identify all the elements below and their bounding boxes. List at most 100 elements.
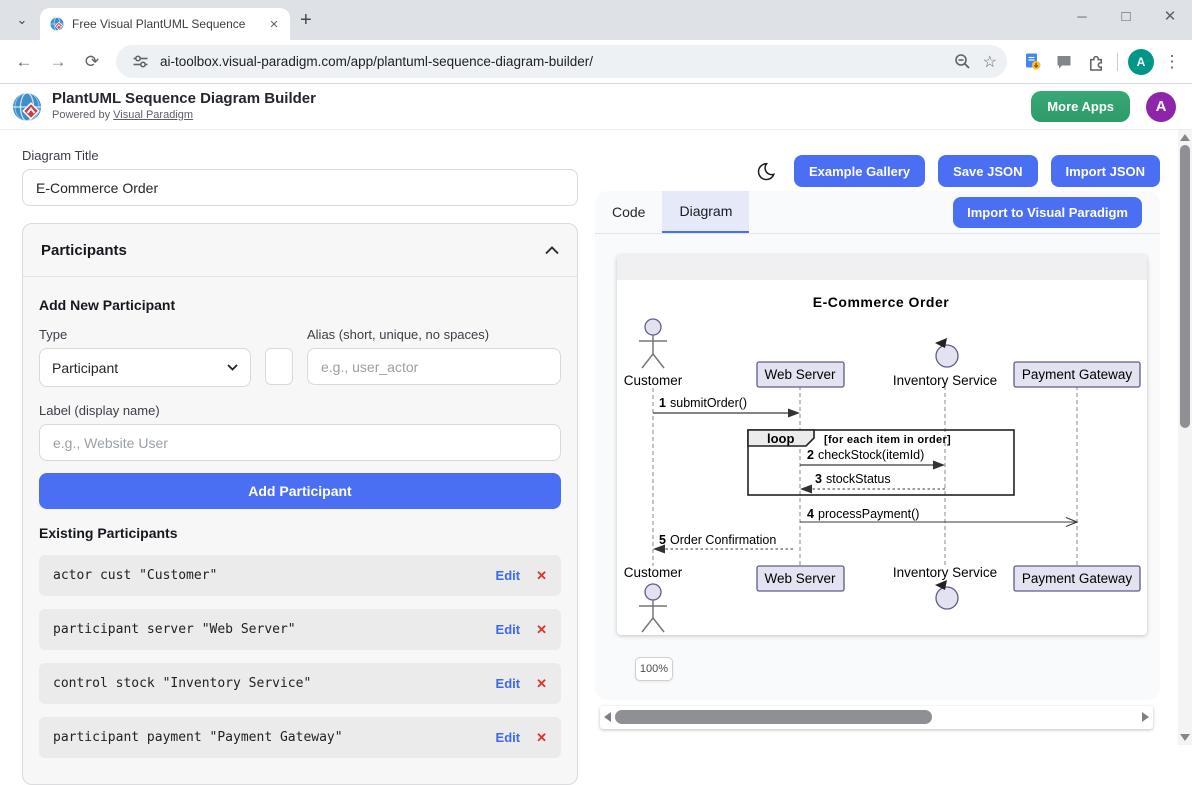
type-label: Type	[39, 327, 68, 342]
diagram-title-label: Diagram Title	[22, 148, 99, 163]
alias-label: Alias (short, unique, no spaces)	[307, 327, 490, 342]
site-info-icon[interactable]	[128, 50, 152, 74]
app-header: PlantUML Sequence Diagram Builder Powere…	[0, 84, 1192, 130]
new-tab-button[interactable]: +	[300, 9, 312, 31]
browser-profile-avatar[interactable]: A	[1128, 48, 1154, 75]
message-1-num: 1	[659, 396, 666, 410]
browser-tab[interactable]: Free Visual PlantUML Sequence ✕	[40, 8, 290, 40]
delete-participant-icon[interactable]: ✕	[536, 621, 547, 637]
participant-name-server-bottom: Web Server	[764, 571, 836, 586]
docs-extension-icon[interactable]	[1017, 47, 1047, 77]
tab-code[interactable]: Code	[612, 204, 646, 220]
tab-search-button[interactable]: ⌄	[10, 8, 34, 32]
window-maximize-button[interactable]: □	[1121, 7, 1131, 25]
control-stock-top	[935, 338, 959, 368]
existing-participants-title: Existing Participants	[39, 525, 178, 541]
toolbar-divider	[1117, 52, 1118, 71]
forward-button[interactable]: →	[49, 51, 67, 71]
scroll-down-arrow[interactable]	[1180, 734, 1190, 741]
message-4-num: 4	[807, 507, 814, 521]
edit-participant-link[interactable]: Edit	[495, 730, 521, 745]
tab-diagram[interactable]: Diagram	[662, 191, 750, 233]
site-favicon-icon	[50, 17, 64, 31]
sequence-diagram-svg: E-Commerce Order Customer Web Server	[624, 294, 1141, 633]
participant-code: actor cust "Customer"	[53, 568, 218, 583]
type-select-value: Participant	[52, 359, 119, 376]
message-4-label: processPayment()	[818, 507, 919, 521]
extensions-puzzle-icon[interactable]	[1081, 47, 1111, 77]
delete-participant-icon[interactable]: ✕	[536, 567, 547, 583]
diagram-title-input[interactable]	[22, 169, 578, 206]
window-close-button[interactable]: ✕	[1163, 8, 1177, 25]
visual-paradigm-link[interactable]: Visual Paradigm	[113, 109, 194, 121]
message-1-label: submitOrder()	[670, 396, 747, 410]
message-3-num: 3	[815, 472, 822, 486]
chevron-down-icon: ⌄	[16, 12, 28, 27]
tab-close-icon[interactable]: ✕	[269, 18, 279, 31]
left-panel: Diagram Title Participants Add New Parti…	[22, 148, 578, 785]
add-participant-button[interactable]: Add Participant	[39, 473, 561, 509]
participant-box-payment-top	[1013, 361, 1141, 388]
edit-participant-link[interactable]: Edit	[495, 676, 521, 691]
address-bar[interactable]: ai-toolbox.visual-paradigm.com/app/plant…	[116, 45, 1007, 78]
horizontal-scrollbar[interactable]	[600, 706, 1153, 729]
example-gallery-button[interactable]: Example Gallery	[793, 155, 926, 187]
type-select[interactable]: Participant	[39, 348, 251, 387]
save-json-button[interactable]: Save JSON	[938, 155, 1038, 187]
zoom-out-icon[interactable]	[951, 50, 975, 74]
scroll-left-arrow[interactable]	[604, 712, 611, 722]
delete-participant-icon[interactable]: ✕	[536, 729, 547, 745]
app-user-avatar[interactable]: A	[1146, 91, 1176, 122]
editor-panel: Code Diagram Import to Visual Paradigm E…	[595, 191, 1160, 700]
scroll-right-arrow[interactable]	[1142, 712, 1149, 722]
window-minimize-button[interactable]: ─	[1077, 8, 1087, 24]
participant-row: control stock "Inventory Service" Edit ✕	[39, 663, 561, 704]
participants-card: Participants Add New Participant Type Al…	[22, 223, 578, 785]
chevron-down-icon	[227, 364, 238, 371]
participant-code: participant server "Web Server"	[53, 622, 296, 637]
participants-header[interactable]: Participants	[23, 224, 577, 277]
dark-mode-moon-icon[interactable]	[753, 158, 779, 184]
browser-menu-kebab-icon[interactable]: ⋮	[1163, 51, 1181, 71]
url-text[interactable]: ai-toolbox.visual-paradigm.com/app/plant…	[160, 54, 593, 69]
message-5-num: 5	[659, 533, 666, 547]
more-apps-button[interactable]: More Apps	[1031, 91, 1130, 122]
vertical-scrollbar-thumb[interactable]	[1180, 145, 1190, 428]
tab-bar: Code Diagram Import to Visual Paradigm	[595, 191, 1160, 234]
import-to-visual-paradigm-button[interactable]: Import to Visual Paradigm	[953, 196, 1142, 228]
edit-participant-link[interactable]: Edit	[495, 568, 521, 583]
color-swatch-input[interactable]	[265, 348, 293, 385]
zoom-level-badge[interactable]: 100%	[635, 657, 673, 681]
powered-by-prefix: Powered by	[52, 109, 114, 121]
chevron-up-icon[interactable]	[545, 245, 559, 255]
horizontal-scrollbar-thumb[interactable]	[615, 710, 932, 724]
participant-box-payment-bottom	[1013, 565, 1141, 592]
import-json-button[interactable]: Import JSON	[1050, 155, 1160, 187]
lifelines	[652, 386, 1078, 566]
loop-guard: [for each item in order]	[824, 434, 951, 446]
participant-code: control stock "Inventory Service"	[53, 676, 312, 691]
chat-extension-icon[interactable]	[1049, 47, 1079, 77]
sequence-diagram-preview[interactable]: E-Commerce Order Customer Web Server	[617, 255, 1147, 635]
participant-name-customer: Customer	[624, 373, 683, 388]
back-button[interactable]: ←	[15, 51, 33, 71]
edit-participant-link[interactable]: Edit	[495, 622, 521, 637]
loop-fragment-box	[747, 429, 1015, 496]
control-stock-bottom	[935, 580, 959, 610]
reload-button[interactable]: ⟳	[84, 51, 100, 71]
display-name-input[interactable]	[39, 424, 561, 461]
participant-code: participant payment "Payment Gateway"	[53, 730, 343, 745]
participant-row: participant payment "Payment Gateway" Ed…	[39, 717, 561, 758]
scroll-up-arrow[interactable]	[1180, 134, 1190, 141]
participant-row: participant server "Web Server" Edit ✕	[39, 609, 561, 650]
participant-name-payment: Payment Gateway	[1022, 367, 1133, 382]
delete-participant-icon[interactable]: ✕	[536, 675, 547, 691]
alias-input[interactable]	[307, 348, 561, 385]
vertical-scrollbar[interactable]	[1178, 130, 1192, 745]
tab-title: Free Visual PlantUML Sequence	[72, 17, 246, 31]
participant-name-payment-bottom: Payment Gateway	[1022, 571, 1133, 586]
browser-tab-strip: ⌄ Free Visual PlantUML Sequence ✕ + ─ □ …	[0, 0, 1192, 40]
app-logo-icon	[12, 91, 42, 122]
display-name-label: Label (display name)	[39, 403, 160, 418]
bookmark-star-icon[interactable]: ☆	[982, 53, 997, 71]
